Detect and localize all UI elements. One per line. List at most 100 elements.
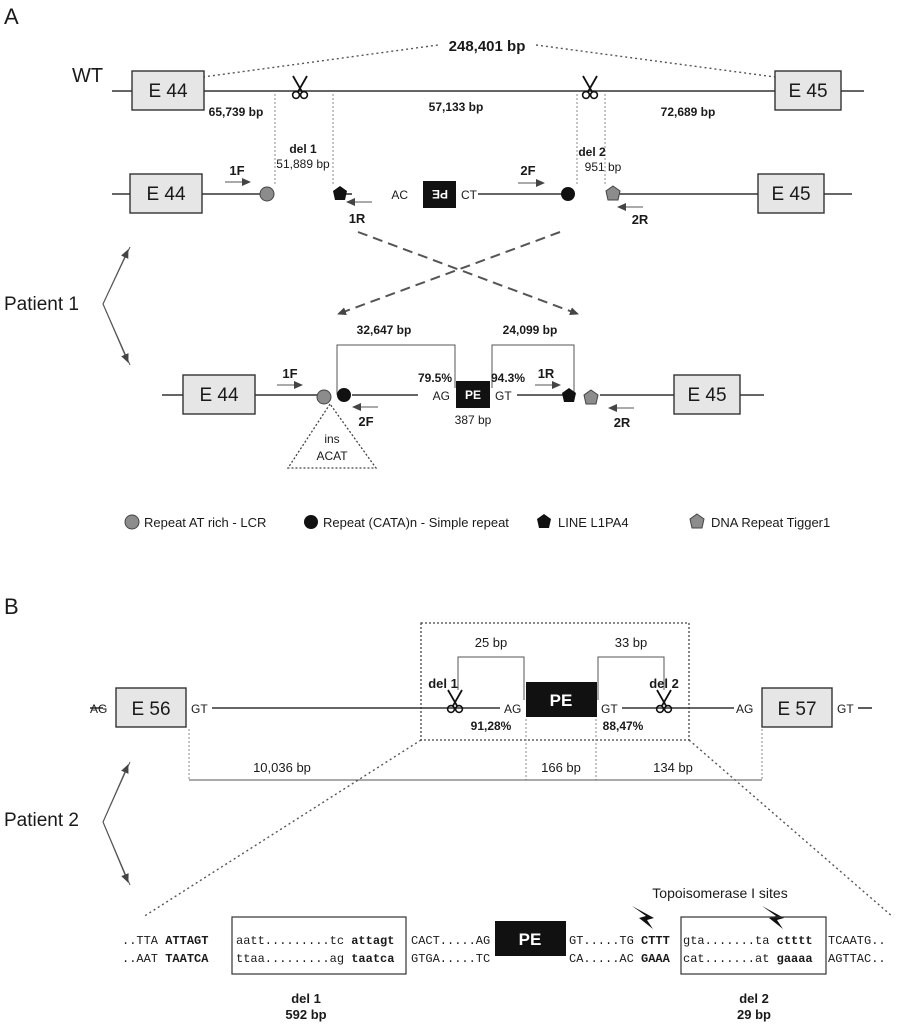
primer-2f-label: 2F bbox=[358, 414, 373, 429]
ag-left-label: AG bbox=[90, 702, 107, 716]
del1-title: del 1 bbox=[428, 676, 458, 691]
span-33-label: 33 bp bbox=[615, 635, 648, 650]
line-l1pa4-marker bbox=[333, 186, 347, 200]
scale-166-label: 166 bp bbox=[541, 760, 581, 775]
primer-2f-label: 2F bbox=[520, 163, 535, 178]
pe-label: PE bbox=[550, 691, 573, 710]
legend-black-circle-icon bbox=[304, 515, 318, 529]
exon-e44-wt: E 44 bbox=[131, 70, 205, 111]
pe-exon-inverted bbox=[423, 181, 456, 208]
span-bracket-25 bbox=[457, 656, 525, 700]
gt-left-label: GT bbox=[191, 702, 208, 716]
panel-a-label: A bbox=[4, 4, 19, 29]
svg-text:E 45: E 45 bbox=[771, 184, 810, 205]
seq-ac: AC bbox=[391, 188, 408, 202]
exon-e56: E 56 bbox=[115, 687, 187, 728]
pct-right-label: 94.3% bbox=[491, 371, 525, 385]
zoom-box bbox=[420, 622, 690, 741]
bracket-arrow-down-icon bbox=[102, 821, 129, 883]
bracket-arrow-up-icon bbox=[102, 249, 129, 305]
patient-2-bracket bbox=[102, 761, 131, 886]
seq-gt: GT bbox=[495, 389, 512, 403]
wt-label: WT bbox=[72, 65, 103, 87]
span-bracket-left bbox=[336, 344, 456, 395]
legend-item-1: Repeat AT rich - LCR bbox=[144, 515, 266, 530]
pct-left-label: 91,28% bbox=[471, 719, 512, 733]
bracket-arrow-down-icon bbox=[102, 303, 129, 363]
legend-black-pentagon-icon bbox=[537, 514, 551, 528]
exon-e44-patient1: E 44 bbox=[182, 374, 256, 415]
svg-text:E 45: E 45 bbox=[788, 81, 827, 102]
legend-gray-circle-icon bbox=[124, 514, 140, 530]
pe-size-label: 387 bp bbox=[455, 413, 492, 427]
legend-item-4: DNA Repeat Tigger1 bbox=[711, 515, 830, 530]
del1-title: del 1 bbox=[289, 142, 317, 156]
span-dotted-left bbox=[202, 44, 439, 78]
primer-1f-label: 1F bbox=[282, 366, 297, 381]
ins-label: ins bbox=[324, 432, 339, 446]
pct-right-label: 88,47% bbox=[603, 719, 644, 733]
del2-detail-title: del 2 bbox=[739, 991, 769, 1006]
svg-text:E 56: E 56 bbox=[131, 699, 170, 720]
primer-1f-label: 1F bbox=[229, 163, 244, 178]
del1-size: 51,889 bp bbox=[276, 157, 330, 171]
insertion-triangle bbox=[286, 402, 378, 469]
exon-e45-wt: E 45 bbox=[774, 70, 842, 111]
del1-detail-title: del 1 bbox=[291, 991, 321, 1006]
ag-pe-label: AG bbox=[504, 702, 521, 716]
ag-right-label: AG bbox=[736, 702, 753, 716]
rearrangement-arrow-left bbox=[337, 231, 561, 315]
rearrangement-arrow-right bbox=[357, 231, 579, 315]
scissors-icon bbox=[446, 689, 464, 714]
pe-label-inverted: PE bbox=[432, 187, 448, 201]
span-right-label: 24,099 bp bbox=[503, 323, 558, 337]
panel-b-label: B bbox=[4, 594, 19, 619]
primer-1r-label: 1R bbox=[538, 366, 555, 381]
del2-size: 951 bp bbox=[585, 160, 622, 174]
del1-sequence-box bbox=[231, 916, 407, 975]
segment-3-label: 72,689 bp bbox=[661, 105, 716, 119]
legend-item-2: Repeat (CATA)n - Simple repeat bbox=[323, 515, 509, 530]
legend-item-3: LINE L1PA4 bbox=[558, 515, 629, 530]
svg-text:E 57: E 57 bbox=[777, 699, 816, 720]
span-left-label: 32,647 bp bbox=[357, 323, 412, 337]
del2-title: del 2 bbox=[578, 145, 606, 159]
primer-2r-label: 2R bbox=[632, 212, 649, 227]
span-bracket-33 bbox=[597, 656, 665, 700]
seq-ag: AG bbox=[433, 389, 450, 403]
span-dotted-right bbox=[535, 44, 776, 78]
patient-1-bracket bbox=[102, 246, 131, 366]
line-l1pa4-marker bbox=[562, 388, 576, 402]
svg-text:E 44: E 44 bbox=[146, 184, 186, 205]
pe-label: PE bbox=[465, 388, 481, 402]
del2-sequence-box bbox=[680, 916, 827, 975]
zoom-line-right bbox=[688, 739, 894, 918]
pct-left-label: 79.5% bbox=[418, 371, 452, 385]
pe-exon bbox=[526, 682, 597, 717]
scissors-icon bbox=[291, 75, 309, 100]
primer-1r-label: 1R bbox=[349, 211, 366, 226]
svg-text:E 44: E 44 bbox=[199, 385, 239, 406]
sequence-top-strand: ..TTA ATTAGT aatt.........tc attagt CACT… bbox=[122, 934, 886, 948]
repeat-cata-marker bbox=[561, 187, 575, 201]
svg-text:E 44: E 44 bbox=[148, 81, 188, 102]
legend: Repeat AT rich - LCR Repeat (CATA)n - Si… bbox=[124, 513, 830, 530]
total-span-label: 248,401 bp bbox=[449, 38, 526, 55]
span-25-label: 25 bp bbox=[475, 635, 508, 650]
del1-detail-size: 592 bp bbox=[285, 1007, 326, 1022]
exon-e57: E 57 bbox=[761, 687, 833, 728]
patient-2-label: Patient 2 bbox=[4, 810, 79, 831]
gt-right-label: GT bbox=[837, 702, 854, 716]
svg-text:E 45: E 45 bbox=[687, 385, 726, 406]
seq-ct: CT bbox=[461, 188, 478, 202]
exon-e45-row2: E 45 bbox=[757, 173, 825, 214]
gt-pe-label: GT bbox=[601, 702, 618, 716]
segment-2-label: 57,133 bp bbox=[429, 100, 484, 114]
ins-seq-label: ACAT bbox=[316, 449, 348, 463]
pe-label-detail: PE bbox=[519, 930, 542, 949]
span-bracket-right bbox=[491, 344, 575, 395]
pe-exon-detail bbox=[495, 921, 566, 956]
repeat-cata-marker bbox=[337, 388, 351, 402]
pe-exon bbox=[456, 381, 490, 408]
